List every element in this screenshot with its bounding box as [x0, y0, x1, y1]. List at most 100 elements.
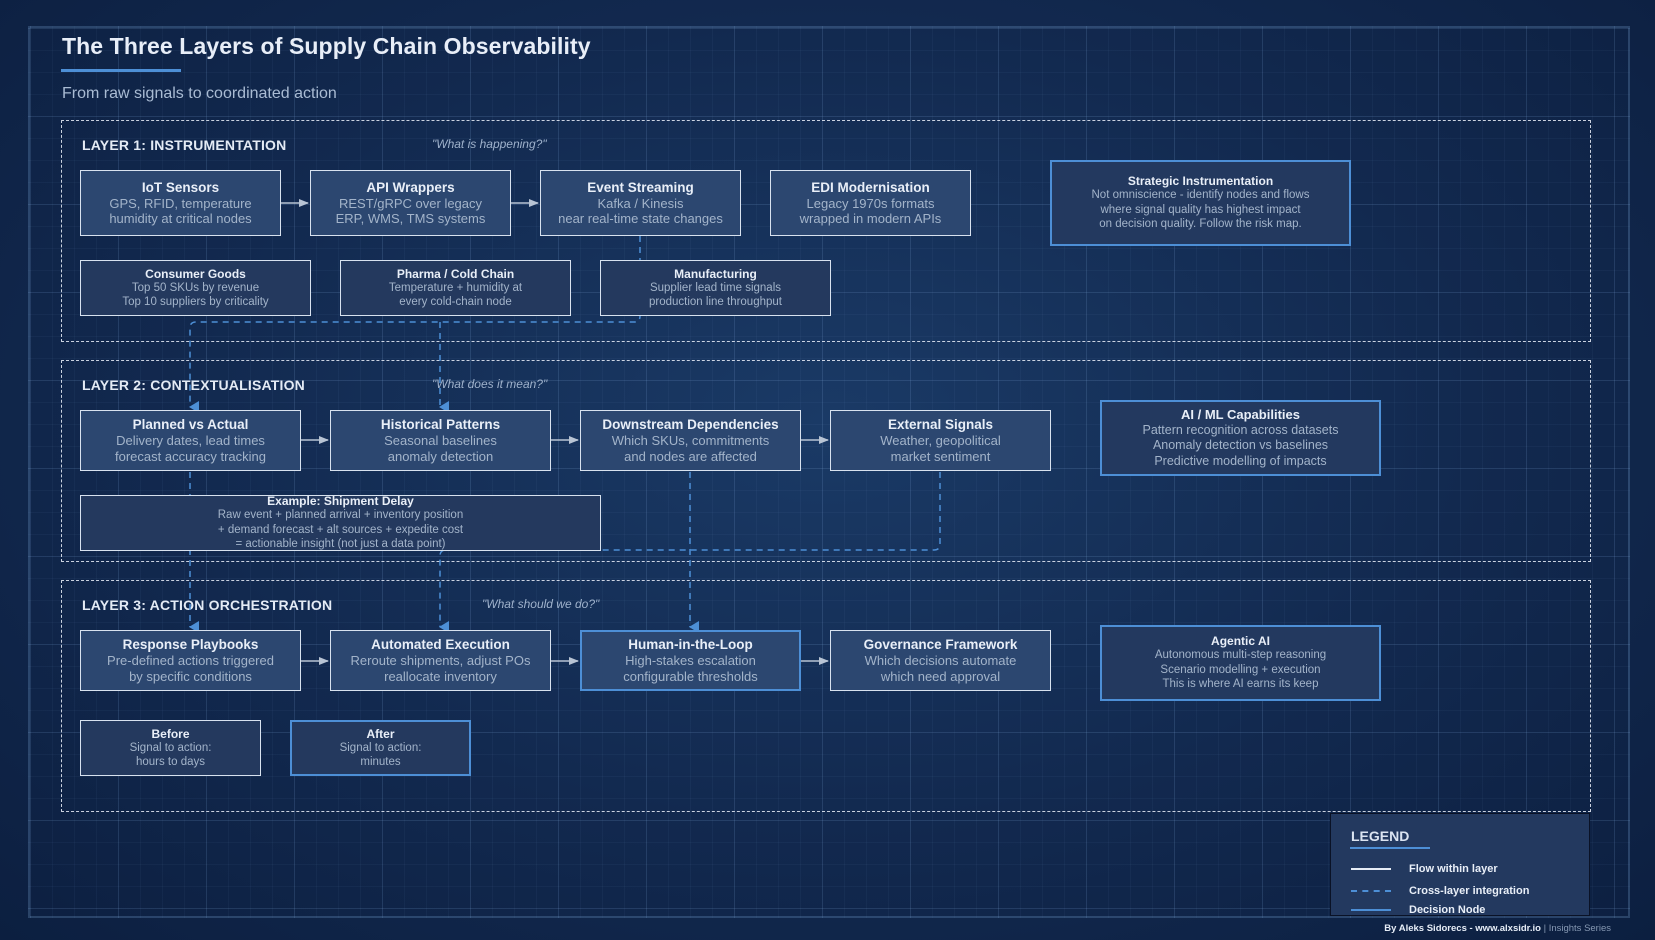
example-title: Consumer Goods — [145, 266, 246, 281]
node-desc: Seasonal baselines — [384, 433, 497, 448]
node-human-in-the-loop[interactable]: Human-in-the-Loop High-stakes escalation… — [580, 630, 801, 691]
node-governance-framework[interactable]: Governance Framework Which decisions aut… — [830, 630, 1051, 691]
node-desc: anomaly detection — [387, 448, 494, 464]
footer-series: Insights Series — [1548, 923, 1611, 934]
node-desc: market sentiment — [890, 448, 991, 464]
node-desc: Weather, geopolitical — [880, 433, 1001, 448]
info-desc: Not omniscience - identify nodes and flo… — [1091, 189, 1310, 202]
node-desc: and nodes are affected — [624, 448, 757, 464]
footer-separator: | — [1540, 923, 1549, 934]
example-title: Pharma / Cold Chain — [396, 266, 515, 281]
comparison-before[interactable]: Before Signal to action: hours to days — [80, 720, 261, 776]
example-desc: Raw event + planned arrival + inventory … — [217, 509, 464, 522]
node-historical-patterns[interactable]: Historical Patterns Seasonal baselines a… — [330, 410, 551, 471]
node-desc: Reroute shipments, adjust POs — [350, 653, 531, 668]
info-desc: Anomaly detection vs baselines — [1152, 438, 1329, 452]
node-desc: Pre-defined actions triggered — [107, 653, 274, 668]
example-pharma-cold-chain[interactable]: Pharma / Cold Chain Temperature + humidi… — [340, 260, 571, 316]
node-title: Human-in-the-Loop — [628, 637, 753, 652]
example-desc: = actionable insight (not just a data po… — [235, 538, 446, 551]
node-title: External Signals — [887, 417, 994, 432]
info-desc: on decision quality. Follow the risk map… — [1099, 218, 1302, 231]
page-title: The Three Layers of Supply Chain Observa… — [62, 33, 591, 59]
node-title: API Wrappers — [366, 179, 455, 195]
example-desc: Top 10 suppliers by criticality — [122, 296, 269, 308]
footer: By Aleks Sidorecs - www.alxsidr.io | Ins… — [1384, 923, 1611, 934]
example-title: Manufacturing — [674, 266, 757, 281]
node-desc: humidity at critical nodes — [109, 211, 252, 226]
layer-1-title: LAYER 1: INSTRUMENTATION — [82, 137, 287, 153]
legend-item-decision: Decision Node — [1351, 904, 1486, 916]
legend-item-flow: Flow within layer — [1351, 861, 1498, 877]
example-desc: every cold-chain node — [399, 296, 512, 308]
legend-underline — [1350, 847, 1430, 849]
example-consumer-goods[interactable]: Consumer Goods Top 50 SKUs by revenue To… — [80, 260, 311, 316]
node-desc: configurable thresholds — [623, 668, 758, 684]
node-title: Automated Execution — [371, 637, 510, 652]
legend-label: Flow within layer — [1409, 863, 1498, 875]
node-desc: Kafka / Kinesis — [597, 195, 684, 211]
node-desc: REST/gRPC over legacy — [338, 195, 483, 211]
node-desc: Which SKUs, commitments — [611, 433, 770, 448]
info-desc: Pattern recognition across datasets — [1142, 422, 1339, 437]
legend-label: Decision Node — [1409, 904, 1486, 916]
example-shipment-delay[interactable]: Example: Shipment Delay Raw event + plan… — [80, 494, 601, 551]
node-desc: Delivery dates, lead times — [116, 433, 265, 448]
node-external-signals[interactable]: External Signals Weather, geopolitical m… — [830, 410, 1051, 471]
comparison-title: After — [366, 726, 395, 741]
comparison-title: Before — [151, 726, 190, 741]
node-downstream-dependencies[interactable]: Downstream Dependencies Which SKUs, comm… — [580, 410, 801, 471]
node-api-wrappers[interactable]: API Wrappers REST/gRPC over legacy ERP, … — [310, 170, 511, 236]
node-title: EDI Modernisation — [811, 179, 930, 195]
page-subtitle: From raw signals to coordinated action — [62, 85, 337, 102]
layer-1-question: "What is happening?" — [432, 137, 547, 151]
legend-item-cross-layer: Cross-layer integration — [1351, 883, 1529, 899]
layer-2-title: LAYER 2: CONTEXTUALISATION — [82, 377, 305, 393]
title-underline — [61, 69, 181, 72]
node-planned-vs-actual[interactable]: Planned vs Actual Delivery dates, lead t… — [80, 410, 301, 471]
info-desc: where signal quality has highest impact — [1100, 203, 1301, 216]
example-desc: Temperature + humidity at — [388, 281, 523, 294]
node-title: Historical Patterns — [380, 417, 501, 432]
node-title: IoT Sensors — [141, 179, 220, 195]
node-desc: forecast accuracy tracking — [114, 448, 266, 464]
node-desc: near real-time state changes — [558, 211, 723, 226]
comparison-desc: hours to days — [135, 756, 206, 768]
example-desc: production line throughput — [649, 296, 782, 308]
example-title: Example: Shipment Delay — [267, 494, 414, 509]
node-desc: ERP, WMS, TMS systems — [335, 211, 486, 226]
node-desc: Which decisions automate — [864, 653, 1017, 668]
info-desc: Predictive modelling of impacts — [1154, 453, 1327, 468]
layer-2-question: "What does it mean?" — [432, 377, 548, 391]
node-response-playbooks[interactable]: Response Playbooks Pre-defined actions t… — [80, 630, 301, 691]
node-title: Governance Framework — [863, 637, 1018, 652]
info-ai-ml-capabilities[interactable]: AI / ML Capabilities Pattern recognition… — [1100, 400, 1381, 476]
example-manufacturing[interactable]: Manufacturing Supplier lead time signals… — [600, 260, 831, 316]
info-desc: This is where AI earns its keep — [1162, 678, 1319, 691]
node-edi-modernisation[interactable]: EDI Modernisation Legacy 1970s formats w… — [770, 170, 971, 236]
info-title: AI / ML Capabilities — [1181, 407, 1300, 422]
node-title: Planned vs Actual — [132, 417, 249, 432]
comparison-desc: Signal to action: — [129, 741, 212, 754]
info-title: Strategic Instrumentation — [1127, 174, 1274, 189]
solid-blue-line-icon — [1351, 909, 1391, 911]
example-desc: Supplier lead time signals — [649, 281, 782, 294]
info-title: Agentic AI — [1211, 634, 1270, 649]
legend: LEGEND Flow within layer Cross-layer int… — [1330, 813, 1590, 916]
example-desc: Top 50 SKUs by revenue — [131, 281, 260, 294]
dashed-blue-line-icon — [1351, 890, 1391, 892]
layer-3-title: LAYER 3: ACTION ORCHESTRATION — [82, 597, 333, 613]
node-automated-execution[interactable]: Automated Execution Reroute shipments, a… — [330, 630, 551, 691]
node-desc: Legacy 1970s formats — [806, 195, 935, 211]
node-iot-sensors[interactable]: IoT Sensors GPS, RFID, temperature humid… — [80, 170, 281, 236]
comparison-after[interactable]: After Signal to action: minutes — [290, 720, 471, 776]
node-title: Event Streaming — [587, 179, 694, 195]
legend-label: Cross-layer integration — [1409, 885, 1530, 897]
example-desc: + demand forecast + alt sources + expedi… — [217, 523, 464, 536]
comparison-desc: Signal to action: — [339, 741, 422, 754]
info-desc: Autonomous multi-step reasoning — [1154, 649, 1327, 662]
node-event-streaming[interactable]: Event Streaming Kafka / Kinesis near rea… — [540, 170, 741, 236]
info-agentic-ai[interactable]: Agentic AI Autonomous multi-step reasoni… — [1100, 625, 1381, 701]
info-strategic-instrumentation[interactable]: Strategic Instrumentation Not omniscienc… — [1050, 160, 1351, 246]
solid-white-line-icon — [1351, 868, 1391, 870]
